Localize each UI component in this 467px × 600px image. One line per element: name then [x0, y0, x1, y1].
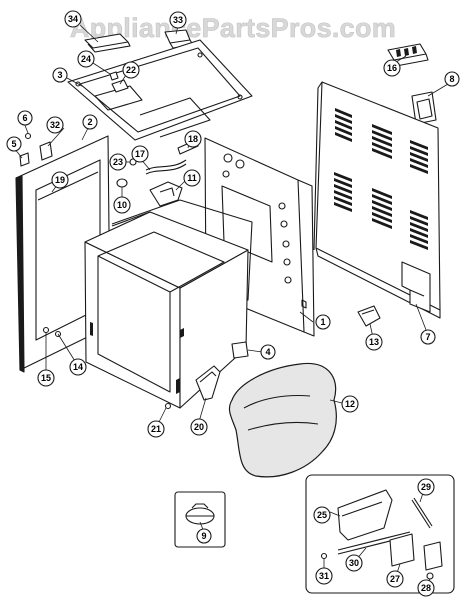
callout-18-label: 18: [188, 134, 198, 144]
part-5-clip: [19, 152, 30, 167]
callout-34: 34: [64, 10, 82, 28]
callout-13: 13: [365, 333, 383, 351]
callout-32-label: 32: [50, 120, 60, 130]
callout-27-label: 27: [390, 574, 400, 584]
callout-24-label: 24: [81, 54, 91, 64]
callout-5-label: 5: [11, 139, 16, 149]
callout-16: 16: [383, 59, 401, 77]
inset-part-9: [174, 491, 226, 548]
callout-17-label: 17: [135, 149, 145, 159]
callout-31-label: 31: [319, 571, 329, 581]
hardware-inset: [305, 474, 455, 594]
callout-33: 33: [169, 11, 187, 29]
callout-15-label: 15: [41, 373, 51, 383]
callout-4: 4: [260, 344, 276, 360]
callout-10: 10: [113, 196, 131, 214]
part-11-clamp: [149, 181, 183, 207]
callout-22: 22: [122, 61, 140, 79]
part-21-screw: [164, 402, 172, 410]
callout-32: 32: [46, 116, 64, 134]
callout-12-label: 12: [345, 399, 355, 409]
part-6-screw: [24, 132, 32, 140]
callout-29: 29: [417, 478, 435, 496]
part-17-wire: [145, 159, 187, 175]
callout-30: 30: [345, 554, 363, 572]
callout-6-label: 6: [22, 113, 27, 123]
callout-3: 3: [52, 67, 68, 83]
part-13-bracket: [357, 305, 381, 327]
part-20-hinge: [195, 365, 221, 401]
part-3-top-panel: [67, 39, 253, 141]
callout-25-label: 25: [317, 510, 327, 520]
callout-33-label: 33: [173, 15, 183, 25]
callout-14: 14: [69, 358, 87, 376]
callout-1-label: 1: [320, 317, 325, 327]
callout-19-label: 19: [55, 175, 65, 185]
callout-18: 18: [184, 130, 202, 148]
callout-22-label: 22: [126, 65, 136, 75]
callout-29-label: 29: [421, 482, 431, 492]
callout-2-label: 2: [87, 117, 92, 127]
part-22-bracket: [111, 79, 129, 93]
callout-21-label: 21: [151, 424, 161, 434]
rear-panel: [313, 81, 441, 319]
callout-30-label: 30: [349, 558, 359, 568]
callout-23-label: 23: [113, 157, 123, 167]
callout-28-label: 28: [421, 583, 431, 593]
callout-19: 19: [51, 171, 69, 189]
callout-13-label: 13: [369, 337, 379, 347]
callout-3-label: 3: [57, 70, 62, 80]
callout-8: 8: [444, 71, 460, 87]
callout-10-label: 10: [117, 200, 127, 210]
callout-24: 24: [77, 50, 95, 68]
callout-11: 11: [183, 169, 201, 187]
callout-23: 23: [109, 153, 127, 171]
part-10-cap: [116, 178, 128, 188]
callout-20: 20: [190, 418, 208, 436]
callout-11-label: 11: [187, 173, 197, 183]
callout-4-label: 4: [265, 347, 270, 357]
callout-7: 7: [420, 329, 436, 345]
part-34-top-bracket: [84, 33, 131, 53]
callout-31: 31: [315, 567, 333, 585]
part-15-screw: [42, 326, 50, 334]
callout-8-label: 8: [449, 74, 454, 84]
callout-5: 5: [6, 136, 22, 152]
callout-12: 12: [341, 395, 359, 413]
callout-9: 9: [196, 528, 212, 544]
callout-1: 1: [315, 314, 331, 330]
callout-7-label: 7: [425, 332, 430, 342]
callout-16-label: 16: [387, 63, 397, 73]
part-32-clip: [39, 141, 53, 161]
callout-21: 21: [147, 420, 165, 438]
part-24-screw: [109, 71, 119, 81]
callout-14-label: 14: [73, 362, 83, 372]
callout-9-label: 9: [201, 531, 206, 541]
oven-cavity: [84, 199, 253, 409]
part-8-frame-bracket: [411, 91, 437, 125]
part-7-bracket: [401, 261, 431, 313]
callout-27: 27: [386, 570, 404, 588]
part-4-plate: [231, 341, 249, 359]
callout-20-label: 20: [194, 422, 204, 432]
callout-2: 2: [82, 114, 98, 130]
part-12-insulation: [228, 362, 337, 478]
callout-6: 6: [17, 110, 33, 126]
callout-15: 15: [37, 369, 55, 387]
callout-25: 25: [313, 506, 331, 524]
callout-28: 28: [417, 579, 435, 597]
callout-34-label: 34: [68, 14, 78, 24]
callout-17: 17: [131, 145, 149, 163]
